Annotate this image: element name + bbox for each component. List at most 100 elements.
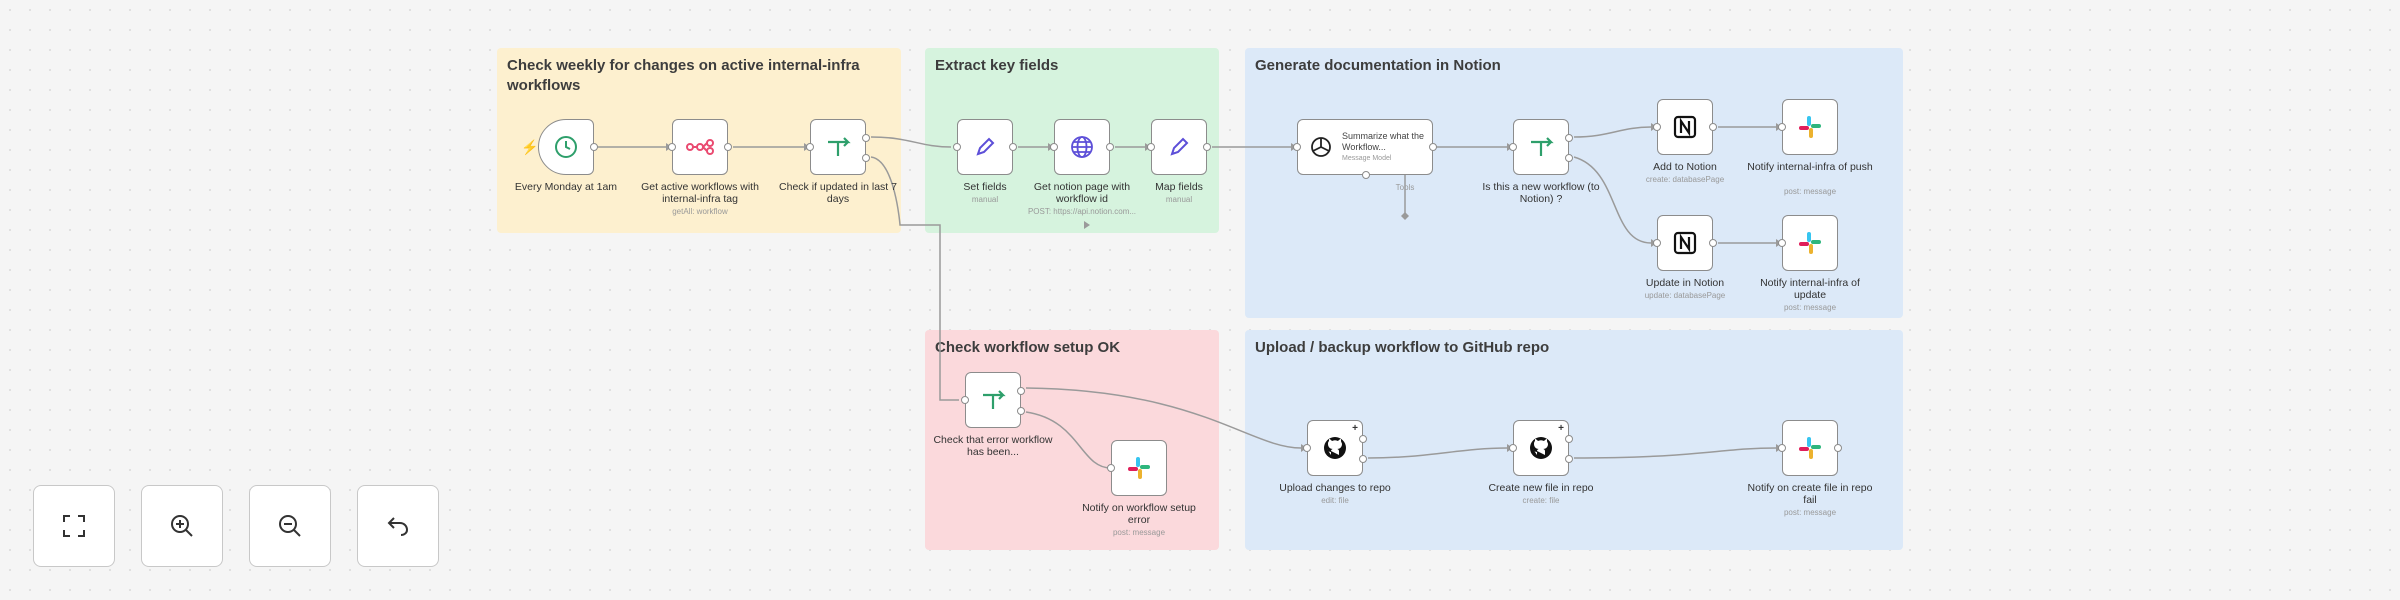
- arrow-head: [1084, 221, 1090, 229]
- node-notify-setup-error[interactable]: [1107, 440, 1167, 496]
- node-notify-create-fail[interactable]: [1778, 420, 1842, 476]
- fit-view-button[interactable]: [33, 485, 115, 567]
- node-map-fields[interactable]: [1147, 119, 1211, 175]
- output-port-false[interactable]: [862, 154, 870, 162]
- edge: [870, 136, 952, 148]
- output-port-true[interactable]: [1565, 134, 1573, 142]
- output-port-true[interactable]: [1017, 387, 1025, 395]
- input-port[interactable]: [1778, 123, 1786, 131]
- node-summarize[interactable]: Summarize what the Workflow... Message M…: [1293, 119, 1437, 179]
- node-upload-to-repo[interactable]: +: [1303, 420, 1367, 476]
- node-notify-update[interactable]: [1778, 215, 1838, 271]
- group-title: Upload / backup workflow to GitHub repo: [1255, 339, 1550, 356]
- group-title: Extract key fields: [935, 57, 1059, 74]
- node-label: Every Monday at 1am: [514, 181, 618, 193]
- node-is-new-workflow[interactable]: [1509, 119, 1573, 175]
- node-subtitle: POST: https://api.notion.com...: [1027, 207, 1137, 216]
- node-get-active-workflows[interactable]: [668, 119, 732, 175]
- node-every-monday[interactable]: ⚡: [521, 119, 598, 175]
- node-subtitle: post: message: [1783, 187, 1837, 196]
- clock-icon: [555, 136, 577, 158]
- output-port[interactable]: [1106, 143, 1114, 151]
- undo-icon: [387, 517, 409, 536]
- node-add-to-notion[interactable]: [1653, 99, 1717, 155]
- globe-icon: [1071, 136, 1093, 158]
- output-port-true[interactable]: [862, 134, 870, 142]
- notion-icon: [1673, 115, 1697, 139]
- node-subtitle: create: databasePage: [1645, 175, 1725, 184]
- edge: [870, 156, 959, 401]
- input-port[interactable]: [1778, 444, 1786, 452]
- input-port[interactable]: [1509, 444, 1517, 452]
- output-port-success[interactable]: [1359, 435, 1367, 443]
- github-icon: [1530, 437, 1552, 459]
- node-subtitle: getAll: workflow: [672, 207, 728, 216]
- output-port-false[interactable]: [1565, 154, 1573, 162]
- edge: [1367, 447, 1508, 459]
- input-port[interactable]: [1050, 143, 1058, 151]
- output-port[interactable]: [1203, 143, 1211, 151]
- node-label: Get active workflows with internal-infra…: [641, 181, 759, 205]
- node-subtitle: create: file: [1522, 496, 1560, 505]
- edge: [1025, 387, 1302, 449]
- input-port[interactable]: [1653, 123, 1661, 131]
- input-port[interactable]: [961, 396, 969, 404]
- node-label: Update in Notion: [1645, 277, 1725, 289]
- node-check-updated[interactable]: [806, 119, 870, 175]
- input-port[interactable]: [1293, 143, 1301, 151]
- notion-icon: [1673, 231, 1697, 255]
- output-port-success[interactable]: [1565, 435, 1573, 443]
- node-get-notion-page[interactable]: [1050, 119, 1114, 175]
- node-label: Get notion page with workflow id: [1033, 181, 1131, 205]
- output-port[interactable]: [1834, 444, 1842, 452]
- output-port[interactable]: [1709, 123, 1717, 131]
- node-label: Add to Notion: [1653, 161, 1717, 173]
- output-port-error[interactable]: [1565, 455, 1573, 463]
- input-port[interactable]: [1147, 143, 1155, 151]
- input-port[interactable]: [1107, 464, 1115, 472]
- zoom-in-button[interactable]: [141, 485, 223, 567]
- node-label: Notify internal-infra of update: [1760, 277, 1860, 301]
- input-port[interactable]: [1509, 143, 1517, 151]
- node-subtitle: post: message: [1783, 303, 1837, 312]
- if-icon: [828, 137, 851, 156]
- input-port[interactable]: [806, 143, 814, 151]
- node-inner-subtitle: Message Model: [1342, 154, 1392, 162]
- node-notify-push[interactable]: [1778, 99, 1838, 155]
- input-port[interactable]: [1303, 444, 1311, 452]
- undo-button[interactable]: [357, 485, 439, 567]
- node-update-notion[interactable]: [1653, 215, 1717, 271]
- node-label: Notify on create file in repo fail: [1747, 482, 1873, 506]
- edge: [1573, 156, 1652, 244]
- node-check-error-workflow[interactable]: [961, 372, 1025, 428]
- group-setup: Check workflow setup OK: [925, 330, 1219, 550]
- output-port[interactable]: [724, 143, 732, 151]
- input-port[interactable]: [1778, 239, 1786, 247]
- output-port[interactable]: [590, 143, 598, 151]
- fit-view-icon: [63, 515, 85, 537]
- node-set-fields[interactable]: [953, 119, 1017, 175]
- zoom-out-button[interactable]: [249, 485, 331, 567]
- output-port[interactable]: [1709, 239, 1717, 247]
- input-port[interactable]: [1653, 239, 1661, 247]
- edge: [1573, 126, 1652, 138]
- github-icon: [1324, 437, 1346, 459]
- plus-icon: +: [1558, 423, 1564, 434]
- input-port[interactable]: [668, 143, 676, 151]
- node-subtitle: post: message: [1112, 528, 1166, 537]
- tool-port[interactable]: [1362, 171, 1370, 179]
- node-label: Set fields: [963, 181, 1007, 193]
- output-port[interactable]: [1009, 143, 1017, 151]
- node-create-file[interactable]: +: [1509, 420, 1573, 476]
- output-port-error[interactable]: [1359, 455, 1367, 463]
- node-label: Check if updated in last 7 days: [779, 181, 897, 205]
- node-label: Notify internal-infra of push: [1747, 161, 1873, 173]
- edge: [1025, 411, 1112, 469]
- pencil-icon: [1170, 137, 1189, 156]
- output-port[interactable]: [1429, 143, 1437, 151]
- output-port-false[interactable]: [1017, 407, 1025, 415]
- input-port[interactable]: [953, 143, 961, 151]
- node-inner-label: Summarize what the Workflow...: [1342, 130, 1425, 152]
- group-title: Check weekly for changes on active inter…: [507, 57, 860, 94]
